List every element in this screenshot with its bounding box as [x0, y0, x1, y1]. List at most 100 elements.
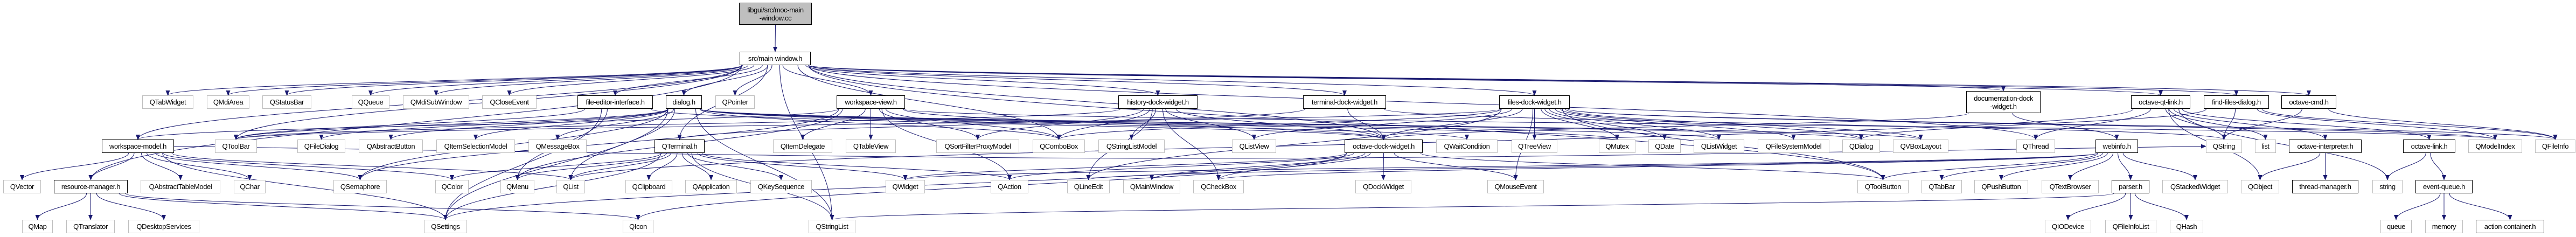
node-qmodelindex: QModelIndex: [2468, 140, 2522, 153]
node-webinfo[interactable]: webinfo.h: [2095, 140, 2138, 153]
node-dialog[interactable]: dialog.h: [666, 95, 702, 109]
node-octave-qt-link[interactable]: octave-qt-link.h: [2131, 95, 2190, 109]
node-qlist: QList: [556, 180, 585, 193]
edge-octave-dock-widget-to-qmouseevent: [1394, 152, 1518, 180]
node-find-files-dialog[interactable]: find-files-dialog.h: [2204, 95, 2269, 109]
edge-history-dock-widget-to-qlistview: [1165, 108, 1256, 140]
node-qvboxlayout: QVBoxLayout: [1893, 140, 1948, 153]
node-qtabbar: QTabBar: [1921, 180, 1962, 193]
node-qpushbutton: QPushButton: [1974, 180, 2028, 193]
edge-main-window-to-qmdisubwindow: [434, 65, 749, 96]
edge-webinfo-to-parser: [2118, 152, 2133, 180]
node-qcloseevent: QCloseEvent: [482, 95, 537, 109]
edge-documentation-dock-widget-to-webinfo: [2012, 113, 2119, 140]
node-qtranslator: QTranslator: [66, 220, 115, 233]
node-documentation-dock-widget[interactable]: documentation-dock -widget.h: [1966, 91, 2041, 113]
node-qpointer: QPointer: [715, 95, 755, 109]
node-qcombobox: QComboBox: [1033, 140, 1085, 153]
node-qdesktopservices: QDesktopServices: [128, 220, 199, 233]
node-qobject: QObject: [2241, 180, 2279, 193]
edge-workspace-model-to-resource-manager: [88, 152, 135, 180]
node-main-window[interactable]: src/main-window.h: [740, 52, 811, 65]
edge-workspace-model-to-qchar: [147, 152, 252, 180]
node-history-dock-widget[interactable]: history-dock-widget.h: [1118, 95, 1198, 109]
node-files-dock-widget[interactable]: files-dock-widget.h: [1499, 95, 1570, 109]
node-event-queue[interactable]: event-queue.h: [2415, 180, 2473, 193]
edge-main-window-to-qtoolbutton: [808, 65, 1885, 180]
node-qstatusbar: QStatusBar: [262, 95, 311, 109]
edge-main-window-to-terminal-dock-widget: [808, 65, 1347, 96]
edge-parser-to-qhash: [2134, 193, 2189, 220]
edge-resource-manager-to-qmap: [35, 193, 87, 220]
node-file-editor-interface[interactable]: file-editor-interface.h: [577, 95, 653, 109]
node-root[interactable]: libgui/src/moc-main -window.cc: [739, 3, 812, 25]
edge-octave-dock-widget-to-qaction: [1007, 152, 1354, 180]
edge-workspace-model-to-qabstracttablemodel: [141, 152, 183, 180]
edge-octave-dock-widget-to-qmainwindow: [1150, 152, 1366, 180]
node-qicon: QIcon: [623, 220, 653, 233]
node-qwaitcondition: QWaitCondition: [1436, 140, 1498, 153]
edge-workspace-view-to-qmodelindex: [902, 108, 2497, 140]
edge-main-window-to-qtabwidget: [165, 65, 742, 96]
edge-workspace-model-to-qlist: [171, 152, 573, 180]
edge-webinfo-to-qtextbrowser: [2068, 152, 2114, 180]
edge-workspace-model-to-qcolor: [163, 152, 454, 180]
edge-workspace-view-to-qitemdelegate: [800, 108, 866, 140]
node-qcolor: QColor: [435, 180, 469, 193]
node-octave-interpreter[interactable]: octave-interpreter.h: [2289, 140, 2362, 153]
edge-octave-cmd-to-qstring: [2222, 108, 2302, 140]
edge-history-dock-widget-to-qsortfilterproxymodel: [976, 108, 1144, 140]
node-qfiledialog: QFileDialog: [297, 140, 345, 153]
node-qlistwidget: QListWidget: [1694, 140, 1744, 153]
edge-dialog-to-qitemselectionmodel: [474, 108, 669, 140]
edge-main-window-to-workspace-view: [782, 65, 873, 96]
edge-workspace-view-to-workspace-model: [136, 108, 839, 140]
node-qmdiarea: QMdiArea: [207, 95, 249, 109]
node-list: list: [2255, 140, 2276, 153]
node-octave-cmd[interactable]: octave-cmd.h: [2281, 95, 2336, 109]
node-thread-manager[interactable]: thread-manager.h: [2292, 180, 2358, 193]
edge-octave-qt-link-to-list: [2169, 108, 2268, 140]
node-qabstractbutton: QAbstractButton: [359, 140, 423, 153]
edge-terminal-dock-widget-to-qstring: [1383, 108, 2226, 140]
node-workspace-model[interactable]: workspace-model.h: [102, 140, 174, 153]
node-string: string: [2372, 180, 2403, 193]
edge-octave-qt-link-to-qthread: [2034, 108, 2151, 140]
edge-find-files-dialog-to-qdialog: [1859, 108, 2207, 140]
node-qhash: QHash: [2170, 220, 2203, 233]
edge-workspace-model-to-qvector: [20, 152, 129, 180]
edge-main-window-to-qqueue: [368, 65, 743, 96]
edge-main-window-to-qcloseevent: [507, 65, 755, 96]
edge-history-dock-widget-to-qtoolbar: [234, 108, 1121, 140]
node-octave-link[interactable]: octave-link.h: [2403, 140, 2455, 153]
node-qtextbrowser: QTextBrowser: [2042, 180, 2099, 193]
node-resource-manager[interactable]: resource-manager.h: [54, 180, 128, 193]
edge-octave-link-to-event-queue: [2430, 152, 2446, 180]
node-qtabwidget: QTabWidget: [142, 95, 193, 109]
edge-main-window-to-dialog: [681, 65, 768, 96]
edge-main-window-to-qpointer: [733, 65, 772, 96]
node-qtoolbutton: QToolButton: [1857, 180, 1909, 193]
edge-webinfo-to-qpushbutton: [1999, 152, 2108, 180]
edge-qterminal-to-qkeysequence: [687, 152, 783, 180]
node-workspace-view[interactable]: workspace-view.h: [837, 95, 905, 109]
edge-file-editor-interface-to-qtoolbar: [234, 108, 586, 140]
node-qvector: QVector: [3, 180, 41, 193]
node-octave-dock-widget[interactable]: octave-dock-widget.h: [1345, 140, 1423, 153]
node-terminal-dock-widget[interactable]: terminal-dock-widget.h: [1303, 95, 1386, 109]
edge-webinfo-to-qcheckbox: [1216, 152, 2098, 180]
node-parser[interactable]: parser.h: [2112, 180, 2149, 193]
node-qstackedwidget: QStackedWidget: [2162, 180, 2228, 193]
edge-files-dock-widget-to-qdate: [1544, 108, 1667, 140]
node-qtableview: QTableView: [846, 140, 896, 153]
edge-files-dock-widget-to-qvboxlayout: [1565, 108, 1923, 140]
edge-octave-qt-link-to-qstring: [2165, 108, 2226, 140]
edge-files-dock-widget-to-qdialog: [1560, 108, 1863, 140]
node-action-container[interactable]: action-container.h: [2476, 220, 2544, 233]
node-qfileinfo: QFileInfo: [2535, 140, 2575, 153]
node-qmessagebox: QMessageBox: [528, 140, 587, 153]
edge-octave-cmd-to-qfileinfo: [2328, 108, 2558, 140]
node-qitemselectionmodel: QItemSelectionModel: [436, 140, 515, 153]
node-qterminal[interactable]: QTerminal.h: [655, 140, 705, 153]
